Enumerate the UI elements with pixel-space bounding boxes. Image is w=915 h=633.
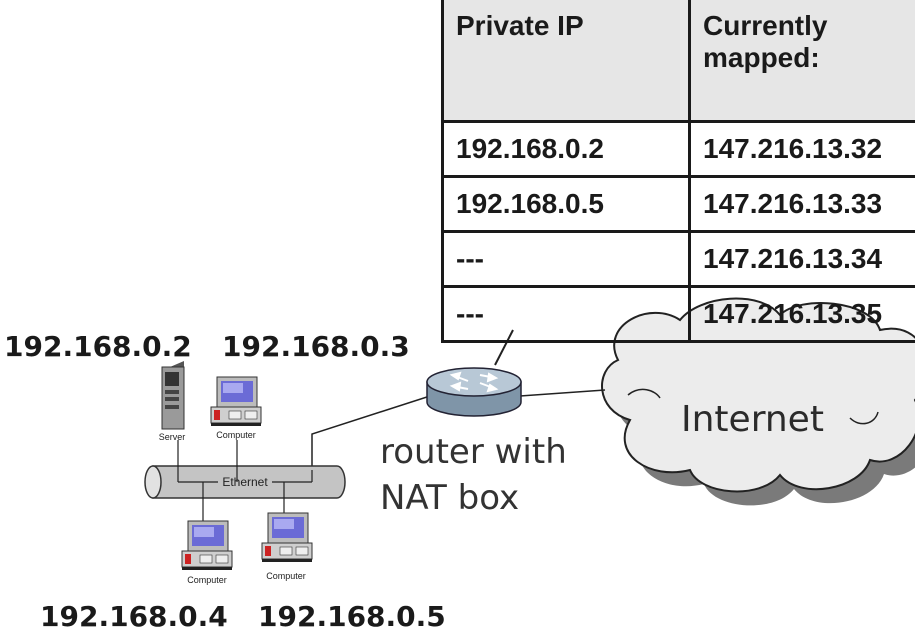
private-ip-cell: ---	[441, 285, 691, 343]
computer-caption-bottom-left: Computer	[187, 575, 227, 585]
host-ip-top-right: 192.168.0.3	[222, 330, 410, 363]
router-label-line1: router with	[380, 432, 567, 472]
header-private-ip: Private IP	[441, 0, 691, 123]
header-currently-mapped: Currently mapped:	[688, 0, 915, 123]
table-row: --- 147.216.13.34	[441, 230, 915, 288]
router-label-line2: NAT box	[380, 478, 520, 518]
router-internet-link	[519, 389, 606, 397]
computer-icon-top	[210, 376, 262, 427]
mapped-ip-cell: 147.216.13.34	[688, 230, 915, 288]
computer-caption-bottom-right: Computer	[266, 571, 306, 581]
host-ip-bottom-left: 192.168.0.4	[40, 600, 228, 633]
router-ethernet-link	[311, 395, 431, 470]
host-ip-top-left: 192.168.0.2	[4, 330, 192, 363]
mapped-ip-cell: 147.216.13.32	[688, 120, 915, 178]
computer-caption-top: Computer	[216, 430, 256, 440]
host-ip-bottom-right: 192.168.0.5	[258, 600, 446, 633]
table-row: 192.168.0.2 147.216.13.32	[441, 120, 915, 178]
internet-label: Internet	[681, 399, 824, 440]
private-ip-cell: ---	[441, 230, 691, 288]
server-caption: Server	[159, 432, 186, 442]
table-row: --- 147.216.13.35	[441, 285, 915, 343]
mapped-ip-cell: 147.216.13.35	[688, 285, 915, 343]
private-ip-cell: 192.168.0.2	[441, 120, 691, 178]
ethernet-label: Ethernet	[222, 475, 268, 489]
router-icon	[426, 367, 522, 417]
computer-icon-bottom-left	[181, 520, 233, 571]
mapped-ip-cell: 147.216.13.33	[688, 175, 915, 233]
table-header-row: Private IP Currently mapped:	[441, 0, 915, 123]
private-ip-cell: 192.168.0.5	[441, 175, 691, 233]
server-icon	[161, 361, 185, 430]
computer-icon-bottom-right	[261, 512, 313, 563]
ethernet-bus	[144, 465, 346, 499]
bus-wiring	[177, 440, 313, 525]
nat-mapping-table: Private IP Currently mapped: 192.168.0.2…	[441, 0, 915, 343]
table-row: 192.168.0.5 147.216.13.33	[441, 175, 915, 233]
